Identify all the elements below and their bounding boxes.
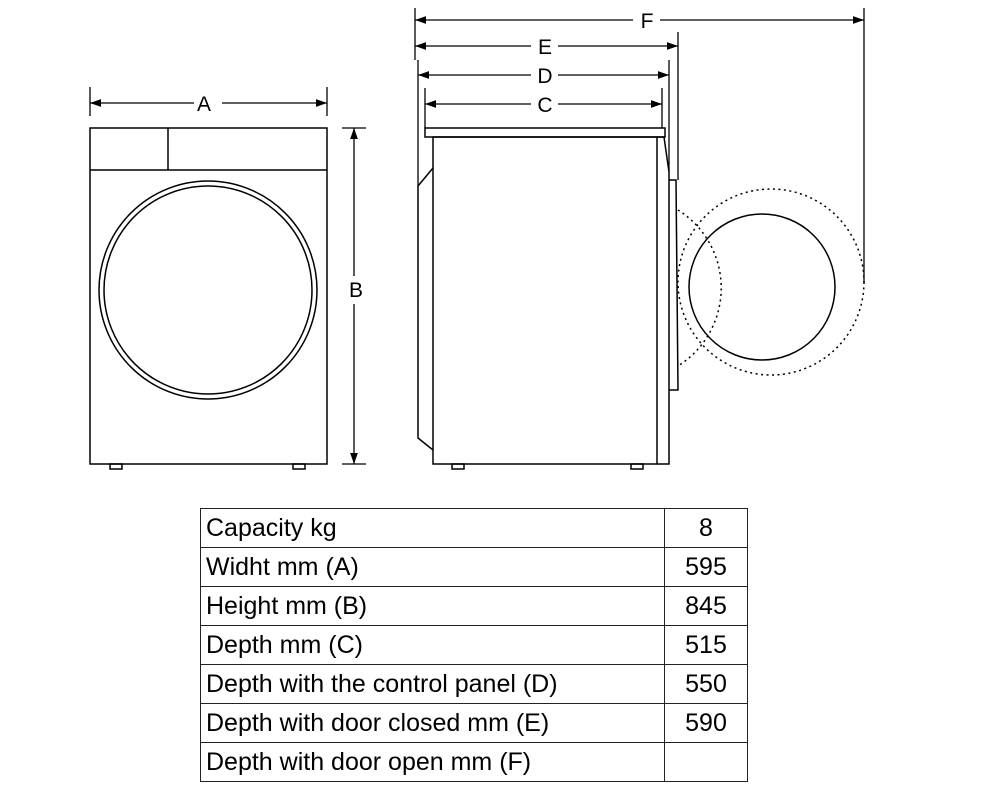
label-d: D [537,65,552,88]
row-value: 595 [664,547,748,587]
label-f: F [641,10,654,33]
row-value: 550 [664,664,748,704]
control-panel-edge [657,136,670,465]
row-label: Capacity kg [200,508,665,548]
table-row: Depth mm (C) 515 [200,625,748,665]
side-foot-right [630,463,644,470]
label-b: B [349,279,363,302]
front-body [89,127,328,465]
table-row: Depth with door closed mm (E) 590 [200,703,748,743]
dimension-b: B [342,127,366,465]
open-door-outline [677,188,865,376]
dimension-e: E [414,32,679,180]
row-value: 8 [664,508,748,548]
side-foot-left [451,463,465,470]
dimension-f: F [414,8,865,282]
rear-bulge [417,167,434,451]
row-value: 590 [664,703,748,743]
row-value [664,742,748,782]
dimension-drawing: A B C [89,8,865,470]
dimension-a: A [89,87,328,116]
table-row: Depth with the control panel (D) 550 [200,664,748,704]
table-row: Depth with door open mm (F) [200,742,748,782]
front-door-inner [103,185,313,395]
table-row: Height mm (B) 845 [200,586,748,626]
row-label: Depth with door closed mm (E) [200,703,665,743]
label-e: E [538,36,552,59]
open-door-swing [677,209,722,367]
row-label: Widht mm (A) [200,547,665,587]
label-a: A [197,93,211,116]
dimension-d: D [417,60,670,186]
front-door-outer [98,180,318,400]
front-foot-left [109,463,123,470]
row-label: Depth with the control panel (D) [200,664,665,704]
side-top-panel [424,127,666,138]
row-label: Depth mm (C) [200,625,665,665]
table-row: Capacity kg 8 [200,508,748,548]
row-value: 845 [664,586,748,626]
side-body [432,136,658,465]
dimension-c: C [424,88,663,128]
label-c: C [537,94,552,117]
front-foot-right [292,463,306,470]
door-closed [669,179,679,391]
specifications-table: Capacity kg 8 Widht mm (A) 595 Height mm… [200,508,748,782]
table-row: Widht mm (A) 595 [200,547,748,587]
open-door-glass [688,213,836,361]
side-view [417,127,865,470]
row-label: Depth with door open mm (F) [200,742,665,782]
front-view [89,127,328,470]
row-value: 515 [664,625,748,665]
row-label: Height mm (B) [200,586,665,626]
